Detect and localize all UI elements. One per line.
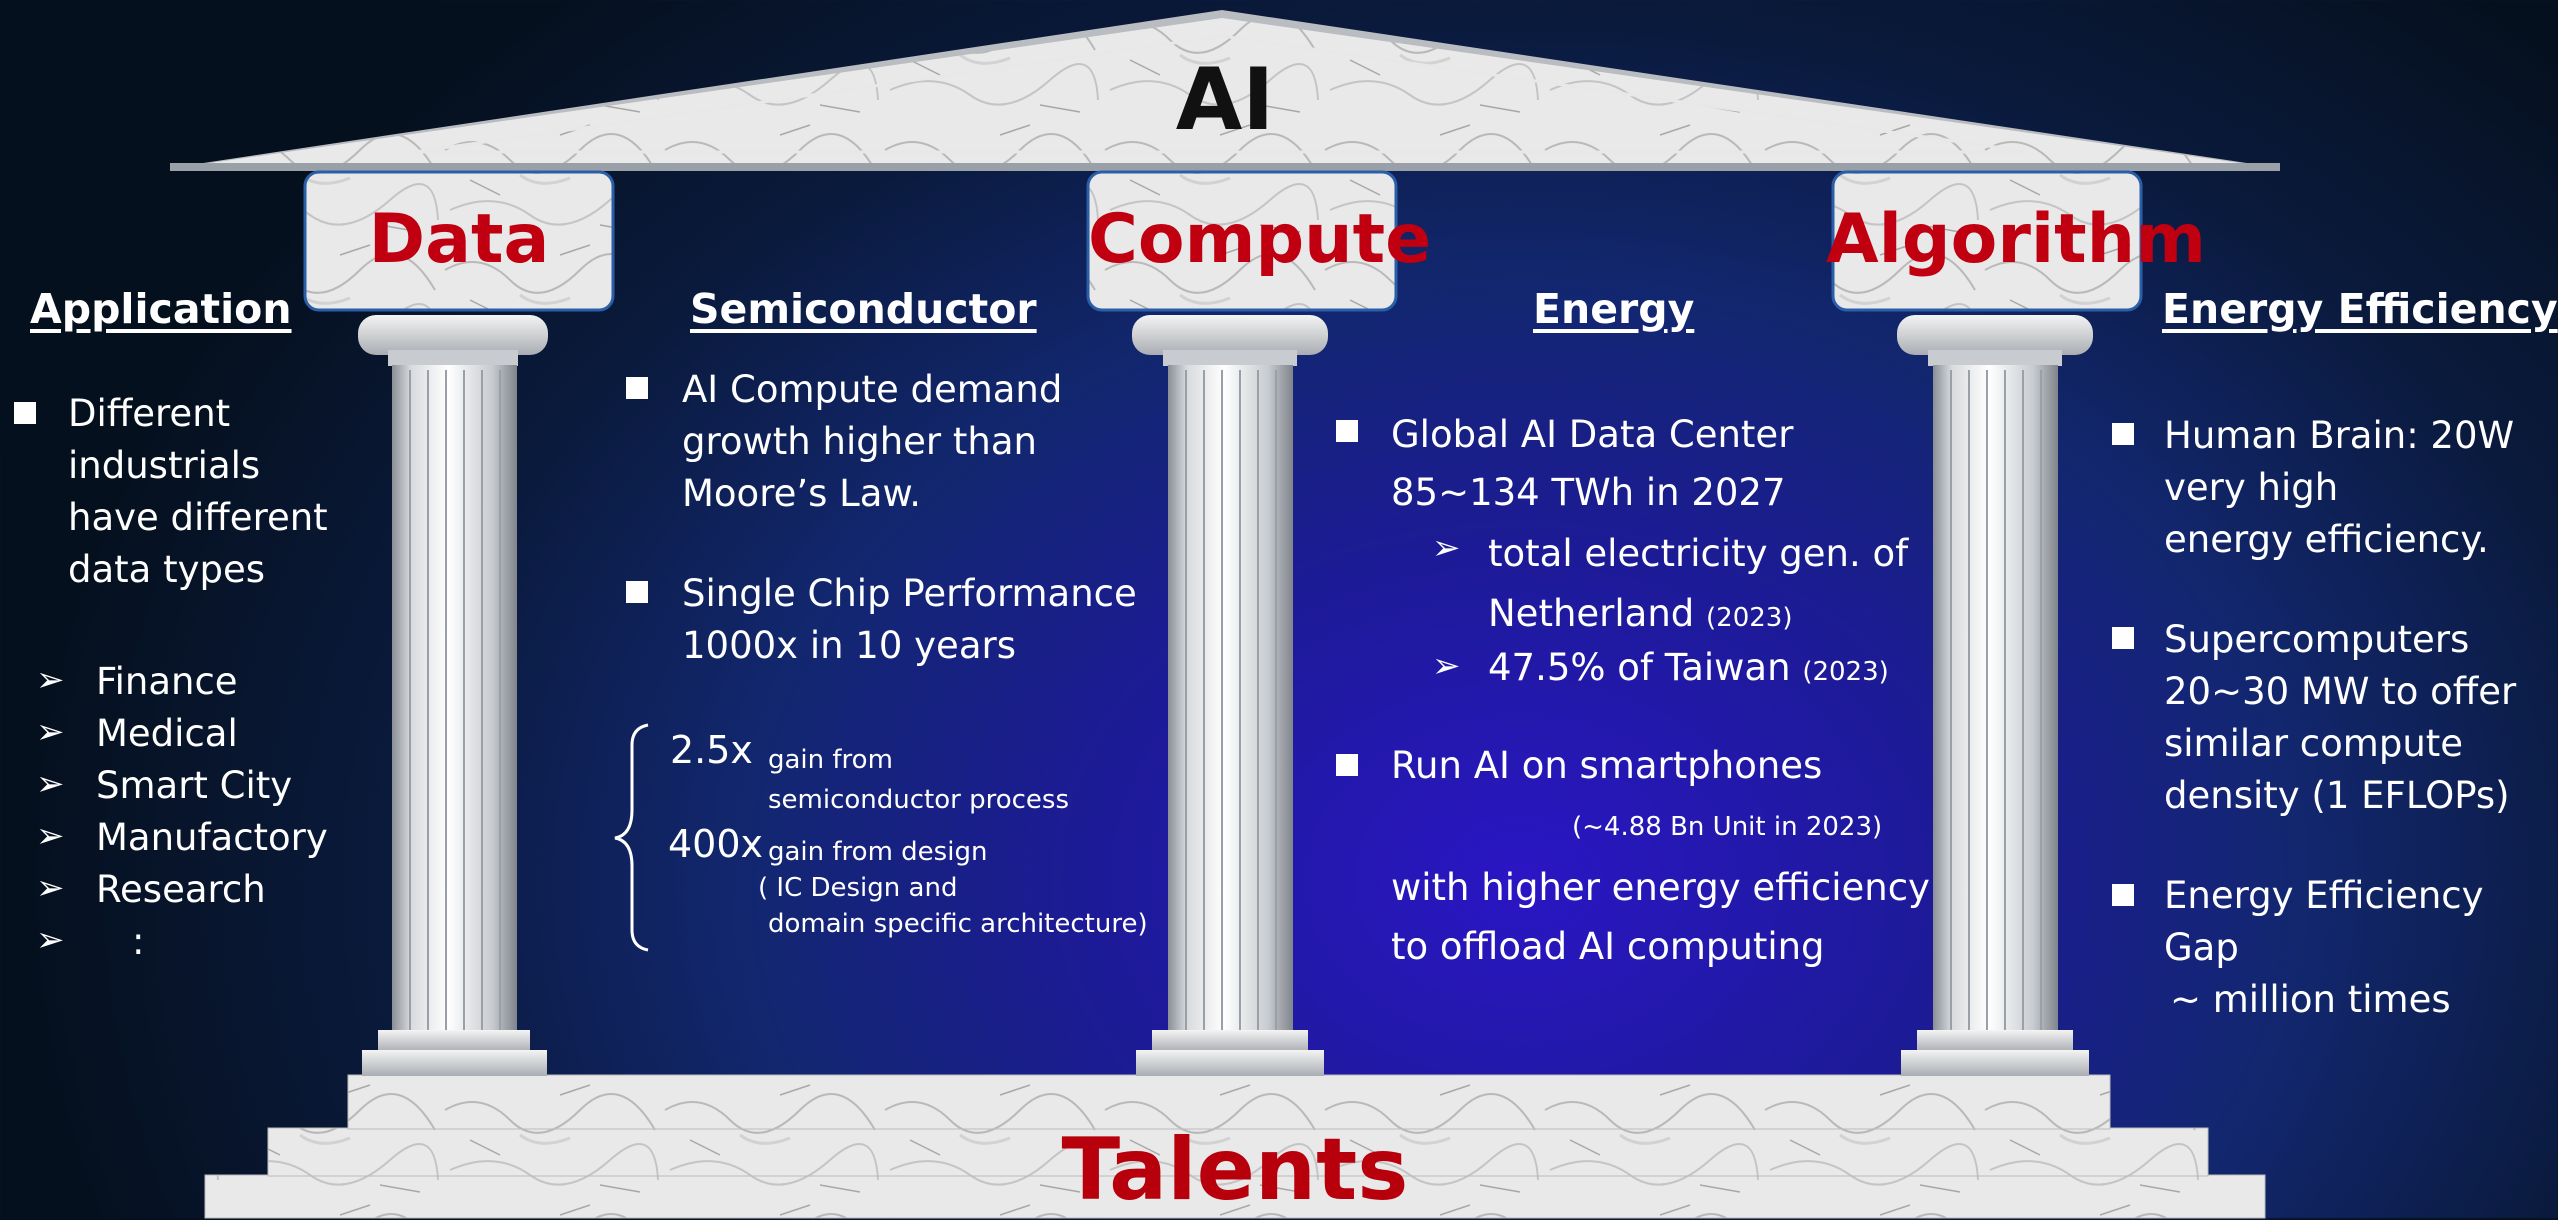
pillar-label-algorithm: Algorithm	[1826, 200, 2206, 279]
bullet-square	[1336, 754, 1358, 776]
semiconductor-bullet-2: Single Chip Performance 1000x in 10 year…	[682, 572, 1137, 667]
list-item: Manufactory	[96, 816, 328, 859]
arrow-icon: ➢	[36, 764, 65, 804]
energy-efficiency-heading: Energy Efficiency	[2162, 285, 2558, 333]
pillar-label-data: Data	[368, 200, 550, 279]
energy-bullet-2-cont: with higher energy efficiency to offload…	[1391, 866, 1930, 968]
gain-design-value: 400x	[668, 822, 764, 866]
bullet-square	[626, 581, 648, 603]
pillar-right	[1897, 315, 2093, 1076]
bullet-square	[626, 377, 648, 399]
semiconductor-heading: Semiconductor	[690, 285, 1037, 333]
energy-bullet-1: Global AI Data Center 85~134 TWh in 2027	[1391, 413, 1794, 514]
arrow-icon: ➢	[36, 868, 65, 908]
compute-plaque	[1086, 170, 1398, 312]
bullet-square	[2112, 884, 2134, 906]
bullet-square	[2112, 423, 2134, 445]
base-steps	[204, 1074, 2266, 1219]
gain-process-label: gain from semiconductor process	[768, 745, 1070, 815]
arrow-icon: ➢	[36, 712, 65, 752]
arrow-icon: ➢	[1432, 528, 1461, 568]
energy-sub-1: total electricity gen. of Netherland (20…	[1488, 532, 1909, 635]
list-item: Research	[96, 868, 266, 911]
smartphone-units-note: (~4.88 Bn Unit in 2023)	[1572, 812, 1883, 842]
efficiency-bullet-2: Supercomputers 20~30 MW to offer similar…	[2164, 618, 2517, 817]
list-item: :	[132, 920, 145, 963]
gain-process-value: 2.5x	[670, 728, 753, 772]
arrow-icon: ➢	[36, 660, 65, 700]
gain-design-label: gain from design ( IC Design and domain …	[758, 837, 1148, 939]
base-title: Talents	[1061, 1120, 1409, 1220]
efficiency-bullet-3: Energy Efficiency Gap ~ million times	[2164, 874, 2484, 1021]
data-plaque	[303, 170, 615, 312]
energy-sub-2: 47.5% of Taiwan (2023)	[1488, 646, 1889, 689]
arrow-icon: ➢	[1432, 646, 1461, 686]
bullet-square	[14, 402, 36, 424]
energy-bullet-2: Run AI on smartphones	[1391, 744, 1823, 787]
list-item: Finance	[96, 660, 238, 703]
list-item: Medical	[96, 712, 238, 755]
application-bullet: Different industrials have different dat…	[68, 392, 328, 591]
bullet-square	[2112, 627, 2134, 649]
bullet-square	[1336, 420, 1358, 442]
gains-brace	[614, 723, 649, 952]
arrow-icon: ➢	[36, 816, 65, 856]
roof-title: AI	[1175, 50, 1275, 150]
temple-diagram	[170, 10, 2280, 1219]
pillar-label-compute: Compute	[1088, 200, 1432, 279]
roof-pediment	[170, 10, 2280, 171]
algorithm-plaque	[1831, 170, 2143, 312]
semiconductor-bullet-1: AI Compute demand growth higher than Moo…	[682, 368, 1063, 515]
application-heading: Application	[30, 285, 292, 333]
list-item: Smart City	[96, 764, 293, 807]
energy-heading: Energy	[1533, 285, 1695, 333]
pillar-left	[358, 315, 548, 1076]
efficiency-bullet-1: Human Brain: 20W very high energy effici…	[2164, 414, 2515, 561]
arrow-icon: ➢	[36, 920, 65, 960]
pillar-middle	[1132, 315, 1328, 1076]
